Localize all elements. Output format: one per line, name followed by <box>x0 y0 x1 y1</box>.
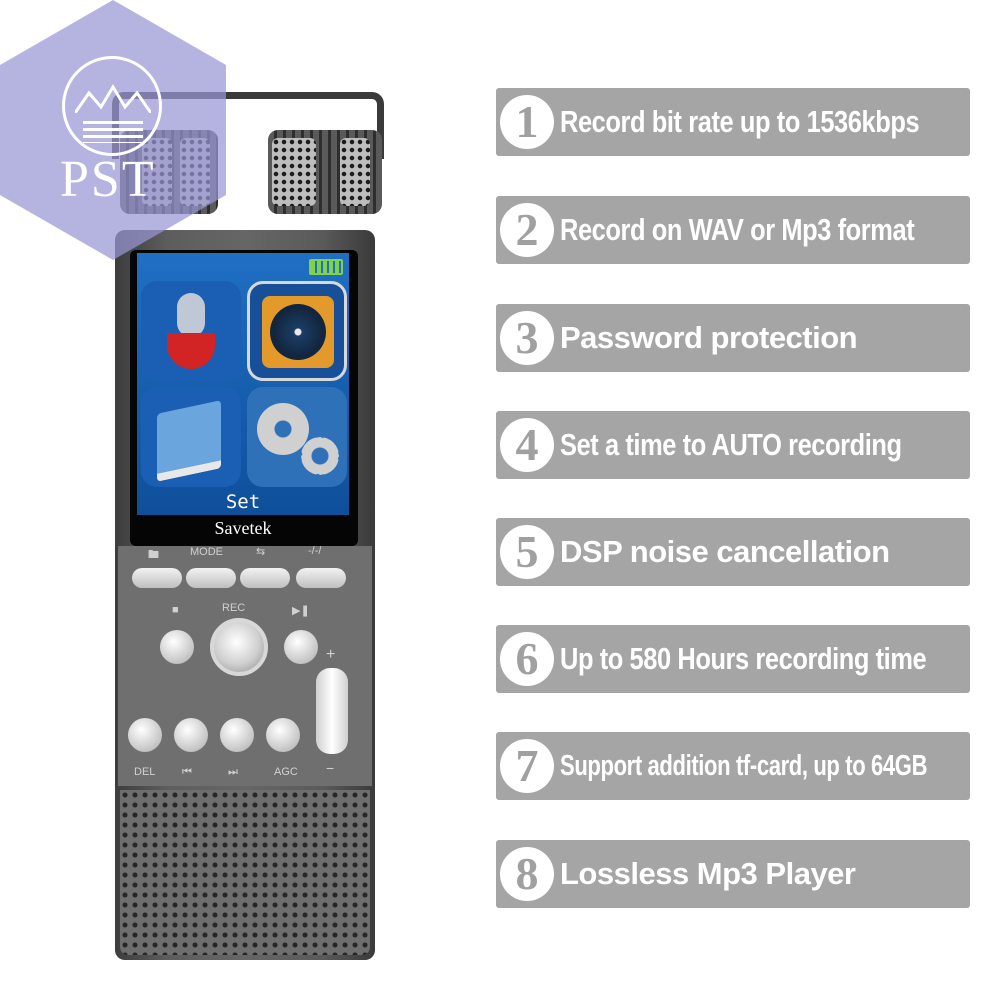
feature-text: Record on WAV or Mp3 format <box>560 212 915 247</box>
feature-item: 3 Password protection <box>496 304 970 372</box>
feature-item: 5 DSP noise cancellation <box>496 518 970 586</box>
screen-label: Set <box>225 491 261 513</box>
feature-text: Password protection <box>560 320 858 355</box>
play-pause-icon: ▶❚ <box>292 605 310 617</box>
volume-rocker[interactable] <box>316 668 348 754</box>
ab-button[interactable] <box>296 568 346 588</box>
feature-number-badge: 1 <box>500 95 554 149</box>
volume-ab-icon: -/-/ <box>308 545 322 557</box>
waves-icon <box>83 121 143 143</box>
repeat-button[interactable] <box>240 568 290 588</box>
plus-label: + <box>326 646 336 663</box>
feature-number-badge: 7 <box>500 739 554 793</box>
minus-label: − <box>326 760 335 776</box>
repeat-icon: ⇆ <box>256 546 266 558</box>
ebook-menu-icon <box>141 387 241 487</box>
voice-recorder-image: Set Savetek 🖿 MODE ⇆ -/-/ ■ REC ▶❚ + DEL… <box>0 0 400 1000</box>
record-menu-icon <box>141 281 241 381</box>
mountain-seal-icon <box>62 56 162 156</box>
feature-item: 7 Support addition tf-card, up to 64GB <box>496 732 970 800</box>
rec-label: REC <box>222 602 246 614</box>
mode-button[interactable] <box>186 568 236 588</box>
play-pause-button[interactable] <box>284 630 318 664</box>
previous-button[interactable] <box>174 718 208 752</box>
feature-text: DSP noise cancellation <box>560 534 890 569</box>
feature-item: 8 Lossless Mp3 Player <box>496 840 970 908</box>
feature-item: 1 Record bit rate up to 1536kbps <box>496 88 970 156</box>
feature-number-badge: 3 <box>500 311 554 365</box>
feature-item: 4 Set a time to AUTO recording <box>496 411 970 479</box>
agc-label: AGC <box>274 766 298 778</box>
feature-text: Lossless Mp3 Player <box>560 856 856 891</box>
folder-icon: 🖿 <box>148 549 159 561</box>
del-label: DEL <box>134 766 156 778</box>
speaker-grille <box>120 790 370 955</box>
settings-menu-icon <box>247 387 347 487</box>
keypad: 🖿 MODE ⇆ -/-/ ■ REC ▶❚ + DEL ⏮ ⏭ AGC − <box>118 545 372 786</box>
stop-icon: ■ <box>172 604 179 616</box>
feature-number-badge: 2 <box>500 203 554 257</box>
agc-button[interactable] <box>266 718 300 752</box>
music-menu-icon <box>247 281 347 381</box>
feature-item: 6 Up to 580 Hours recording time <box>496 625 970 693</box>
right-microphone <box>268 130 382 214</box>
device-screen: Set <box>137 253 349 515</box>
feature-text: Support addition tf-card, up to 64GB <box>560 749 928 782</box>
next-button[interactable] <box>220 718 254 752</box>
feature-text: Record bit rate up to 1536kbps <box>560 104 920 139</box>
record-button[interactable] <box>210 618 268 676</box>
delete-button[interactable] <box>128 718 162 752</box>
previous-icon: ⏮ <box>182 766 192 778</box>
battery-icon <box>309 259 343 275</box>
watermark-logo: PST <box>0 0 230 270</box>
feature-number-badge: 4 <box>500 418 554 472</box>
folder-button[interactable] <box>132 568 182 588</box>
mode-label: MODE <box>190 546 223 558</box>
mountain-icon <box>75 84 151 113</box>
feature-text: Set a time to AUTO recording <box>560 427 902 462</box>
feature-text: Up to 580 Hours recording time <box>560 641 927 676</box>
stop-button[interactable] <box>160 630 194 664</box>
feature-number-badge: 8 <box>500 847 554 901</box>
feature-number-badge: 6 <box>500 632 554 686</box>
feature-number-badge: 5 <box>500 525 554 579</box>
next-icon: ⏭ <box>228 766 238 778</box>
brand-logo: Savetek <box>214 518 272 538</box>
feature-item: 2 Record on WAV or Mp3 format <box>496 196 970 264</box>
watermark-text: PST <box>60 151 156 208</box>
